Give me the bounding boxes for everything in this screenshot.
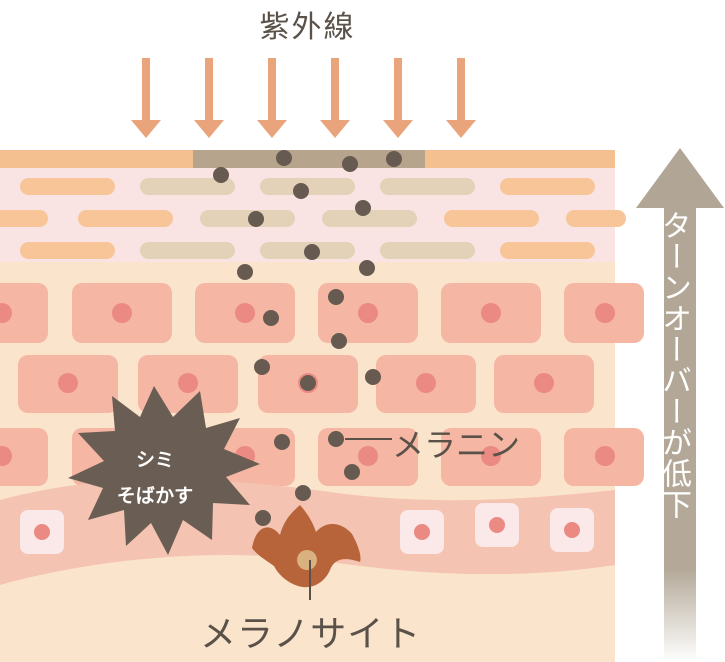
granular-cell <box>20 242 115 259</box>
granular-cell <box>380 178 475 195</box>
basal-cells <box>20 503 594 554</box>
melanin-dot <box>293 183 309 199</box>
melanocyte-label: メラノサイト <box>200 614 422 655</box>
uv-arrow <box>446 58 476 138</box>
spinous-cell <box>72 283 172 343</box>
basal-cell <box>475 503 519 547</box>
basal-cell <box>20 510 64 554</box>
basal-cell <box>400 510 444 554</box>
pigmented-corneum <box>193 150 425 168</box>
spinous-cell <box>564 428 644 486</box>
melanin-dot <box>213 167 229 183</box>
spinous-cell <box>564 283 644 343</box>
stain-label-line1: シミ <box>135 449 174 471</box>
melanin-dot <box>365 369 381 385</box>
melanin-dot <box>342 156 358 172</box>
granular-cell <box>0 210 48 227</box>
granular-cell <box>140 178 235 195</box>
basal-cell <box>550 508 594 552</box>
turnover-label: ターンオーバーが低下 <box>656 210 691 520</box>
stain-label-line2: そばかす <box>116 485 194 507</box>
spinous-cell <box>494 355 594 413</box>
spinous-cell <box>0 428 48 486</box>
granular-cell <box>500 178 595 195</box>
uv-arrow <box>257 58 287 138</box>
spinous-cell <box>195 283 295 343</box>
melanin-dot <box>237 264 253 280</box>
stain-label: シミ そばかす <box>80 442 230 514</box>
melanocyte <box>252 505 361 588</box>
melanin-dot <box>328 289 344 305</box>
granular-cell <box>78 210 173 227</box>
granular-cell <box>444 210 539 227</box>
spinous-cell <box>0 283 48 343</box>
dermis <box>0 555 615 662</box>
granular-cell <box>322 210 417 227</box>
uv-arrow <box>131 58 161 138</box>
turnover-arrow <box>636 148 724 662</box>
uv-arrow <box>320 58 350 138</box>
granular-cell <box>200 210 295 227</box>
melanin-dot <box>328 431 344 447</box>
melanin-dot <box>359 260 375 276</box>
melanin-dot <box>276 150 292 166</box>
granular-cell <box>20 178 115 195</box>
granular-cell <box>140 242 235 259</box>
spinous-cell <box>441 283 541 343</box>
melanin-dot <box>331 333 347 349</box>
uv-label: 紫外線 <box>259 10 356 45</box>
melanin-dot <box>295 485 311 501</box>
granular-cell <box>500 242 595 259</box>
melanin-dot <box>344 464 360 480</box>
granular-cell <box>566 210 626 227</box>
melanin-dot <box>386 151 402 167</box>
melanin-dot <box>248 211 264 227</box>
spinous-cell <box>138 355 238 413</box>
spinous-cell <box>441 428 541 486</box>
melanin-dot <box>254 359 270 375</box>
melanin-dot <box>263 310 279 326</box>
granular-cell <box>380 242 475 259</box>
stain-spot <box>68 386 260 555</box>
melanin-label: メラニン <box>392 426 521 464</box>
melanin-dot <box>274 434 290 450</box>
melanin-dot <box>304 244 320 260</box>
melanin-dot <box>355 200 371 216</box>
melanin-dot <box>255 510 271 526</box>
uv-arrow <box>194 58 224 138</box>
spinous-cell <box>18 355 118 413</box>
granular-cells <box>0 178 626 259</box>
melanin-dots <box>213 150 402 526</box>
uv-arrow <box>383 58 413 138</box>
spinous-cell <box>376 355 476 413</box>
melanin-dot <box>300 375 316 391</box>
uv-arrows <box>131 58 476 138</box>
